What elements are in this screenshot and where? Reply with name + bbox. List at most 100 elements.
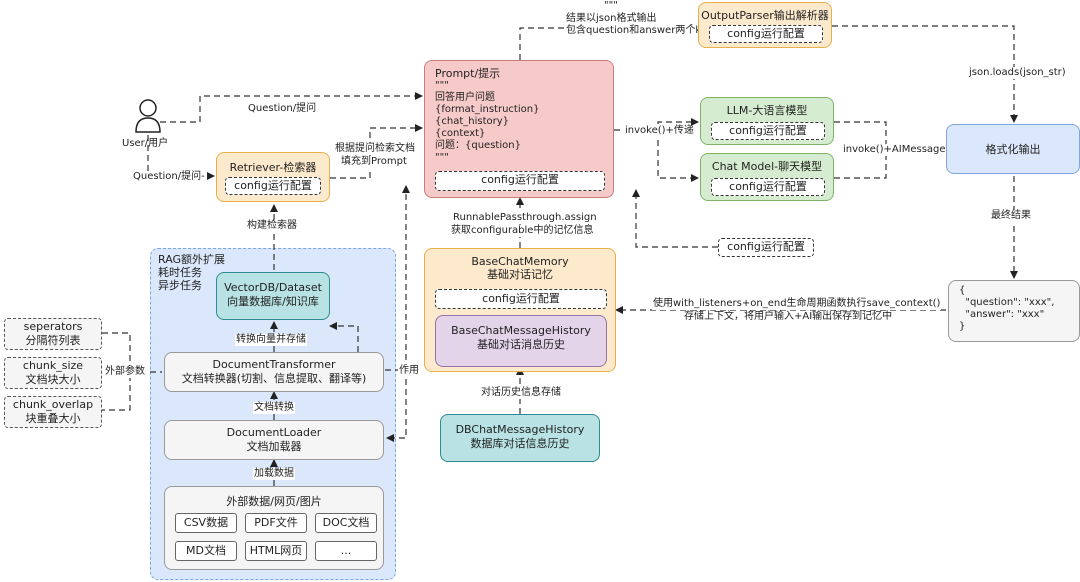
prompt-line: 回答用户问题 [435, 92, 495, 103]
external-data-item: HTML网页 [245, 541, 307, 561]
chat-model-node: Chat Model-聊天模型 config运行配置 [700, 153, 834, 201]
json-line: } [959, 321, 966, 332]
json-result-node: { "question": "xxx", "answer": "xxx"} [948, 280, 1080, 342]
memory-subtitle: 基础对话记忆 [487, 268, 553, 281]
prompt-node: Prompt/提示 """回答用户问题{format_instruction}{… [424, 60, 614, 198]
label-convert-store: 转换向量并存储 [235, 334, 307, 346]
rag-label: RAG额外扩展耗时任务异步任务 [158, 253, 225, 292]
label-invoke-pass: invoke()+传递 [624, 125, 695, 137]
external-data-item: CSV数据 [175, 513, 237, 533]
label-runnable-2: 获取configurable中的记忆信息 [450, 225, 595, 237]
label-external-params: 外部参数 [104, 366, 146, 378]
prompt-line: """ [435, 80, 449, 91]
vectordb-subtitle: 向量数据库/知识库 [227, 295, 319, 308]
edge-effect [385, 369, 407, 442]
output-parser-title: OutputParser输出解析器 [701, 9, 829, 22]
format-output-node: 格式化输出 [946, 124, 1080, 174]
msg-history-subtitle: 基础对话消息历史 [477, 338, 565, 351]
vectordb-node: VectorDB/Dataset 向量数据库/知识库 [216, 272, 330, 320]
loader-title: DocumentLoader [226, 426, 322, 439]
label-load-data: 加载数据 [253, 468, 295, 480]
llm-config: config运行配置 [711, 122, 825, 140]
edge-user-prompt [160, 92, 423, 123]
transformer-title: DocumentTransformer [212, 358, 336, 371]
retriever-title: Retriever-检索器 [229, 161, 317, 174]
rag-line: 耗时任务 [158, 266, 202, 279]
param-desc: 文档块大小 [25, 373, 81, 386]
chat-model-title: Chat Model-聊天模型 [711, 160, 823, 173]
db-history-title: DBChatMessageHistory [455, 423, 585, 436]
label-question-left: Question/提问- [132, 171, 206, 183]
label-json-out-2: 包含question和answer两个key [565, 25, 714, 37]
db-history-node: DBChatMessageHistory 数据库对话信息历史 [440, 414, 600, 462]
external-data-item: PDF文件 [245, 513, 307, 533]
label-doc-convert: 文档转换 [253, 402, 295, 414]
edge-config-prompt [632, 189, 718, 248]
label-runnable-1: RunnablePassthrough.assign [452, 212, 598, 224]
json-line: { [959, 285, 966, 296]
prompt-config: config运行配置 [435, 171, 605, 191]
retriever-node: Retriever-检索器 config运行配置 [216, 152, 330, 202]
external-data-item: ... [315, 541, 377, 561]
prompt-line: {context} [435, 128, 486, 139]
output-parser-node: OutputParser输出解析器 config运行配置 [698, 2, 832, 48]
label-build-retriever: 构建检索器 [246, 220, 298, 232]
transformer-node: DocumentTransformer 文档转换器(切割、信息提取、翻译等) [164, 352, 384, 392]
msg-history-title: BaseChatMessageHistory [451, 324, 591, 337]
loader-node: DocumentLoader 文档加载器 [164, 420, 384, 460]
prompt-title: Prompt/提示 [435, 67, 501, 80]
edge-transformer-loop [329, 322, 359, 352]
retriever-config: config运行配置 [225, 177, 321, 195]
msg-history-node: BaseChatMessageHistory 基础对话消息历史 [435, 315, 607, 367]
label-question-top: Question/提问 [247, 103, 318, 115]
db-history-subtitle: 数据库对话信息历史 [470, 437, 570, 450]
memory-node: BaseChatMemory 基础对话记忆 config运行配置 BaseCha… [424, 248, 616, 372]
output-quote: """ [604, 0, 618, 11]
chat-model-config: config运行配置 [711, 178, 825, 196]
label-fill-prompt-1: 根据提问检索文档 [334, 143, 416, 155]
edge-chat-format [834, 150, 887, 179]
loader-subtitle: 文档加载器 [246, 440, 302, 453]
rag-line: 异步任务 [158, 279, 202, 292]
prompt-line: {format_instruction} [435, 104, 540, 115]
loose-config: config运行配置 [718, 238, 814, 257]
vectordb-title: VectorDB/Dataset [224, 281, 322, 294]
label-effect: 作用 [398, 365, 420, 377]
json-line: "question": "xxx", [959, 297, 1055, 308]
memory-title: BaseChatMemory [471, 255, 569, 268]
label-invoke-ai: invoke()+AIMessage [842, 144, 947, 156]
user-label: User/用户 [122, 138, 169, 149]
transformer-subtitle: 文档转换器(切割、信息提取、翻译等) [181, 372, 367, 385]
label-json-loads: json.loads(json_str) [968, 67, 1067, 79]
label-fill-prompt-2: 填充到Prompt [340, 156, 408, 168]
edge-parser-format [832, 25, 1018, 123]
label-final-result: 最终结果 [990, 210, 1032, 222]
rag-line: RAG额外扩展 [158, 253, 226, 266]
prompt-line: {chat_history} [435, 116, 510, 127]
external-data-item: MD文档 [175, 541, 237, 561]
json-result-text: { "question": "xxx", "answer": "xxx"} [959, 285, 1079, 333]
llm-title: LLM-大语言模型 [726, 104, 808, 117]
memory-config: config运行配置 [435, 289, 607, 309]
external-data-title: 外部数据/网页/图片 [226, 495, 322, 508]
param-name: chunk_size [22, 359, 84, 372]
param-name: chunk_overlap [12, 398, 94, 411]
external-data-node: 外部数据/网页/图片 CSV数据 PDF文件 DOC文档 MD文档 HTML网页... [164, 486, 384, 570]
param-name: seperators [23, 320, 83, 333]
prompt-template: """回答用户问题{format_instruction}{chat_histo… [435, 80, 613, 164]
edge-prompt-chat [657, 130, 699, 182]
llm-node: LLM-大语言模型 config运行配置 [700, 97, 834, 145]
json-line: "answer": "xxx" [959, 309, 1045, 320]
prompt-line: """ [435, 152, 449, 163]
prompt-line: 问题：{question} [435, 140, 521, 151]
param-desc: 分隔符列表 [25, 334, 81, 347]
external-data-item: DOC文档 [315, 513, 377, 533]
label-json-out-1: 结果以json格式输出 [565, 13, 658, 25]
output-parser-config: config运行配置 [709, 25, 823, 43]
label-listeners-1: 使用with_listeners+on_end生命周期函数执行save_cont… [652, 298, 942, 310]
label-listeners-2: 存储上下文，将用户输入+AI输出保存到记忆中 [683, 311, 894, 323]
user-icon [135, 99, 161, 133]
